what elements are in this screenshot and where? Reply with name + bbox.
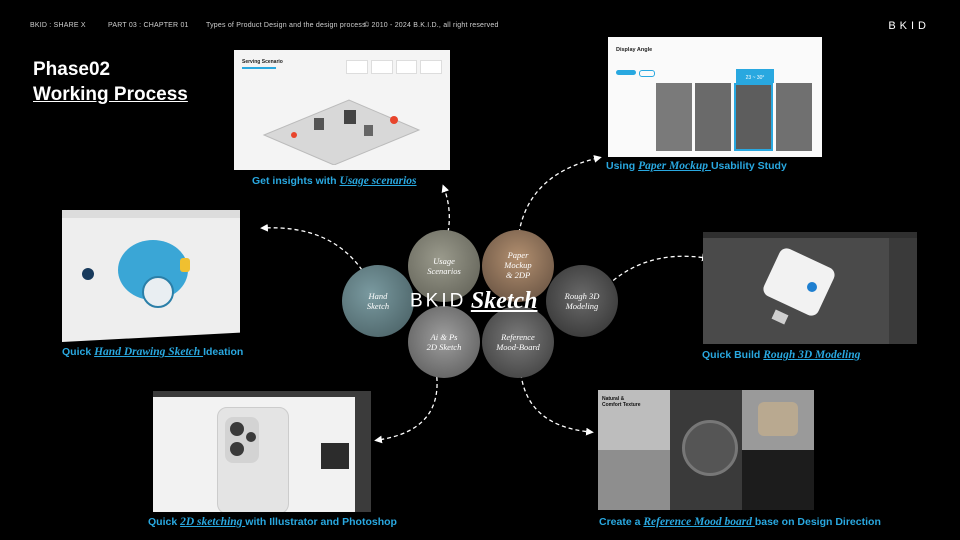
illustrator-panel <box>355 397 371 512</box>
paper-tag-active <box>616 70 636 75</box>
mood-tile-dark <box>742 450 814 510</box>
mood-swatch-beige <box>758 402 798 436</box>
sketch-app-toolbar <box>62 210 240 218</box>
cad-toolbar <box>703 232 917 238</box>
illustrator-floating-panel <box>321 443 349 469</box>
camera-lens-3 <box>246 432 256 442</box>
center-title: BKID Sketch <box>410 288 537 315</box>
paper-image-title: Display Angle <box>616 47 653 53</box>
phase-number: Phase02 <box>33 59 111 80</box>
usage-image-title: Serving Scenario <box>242 59 283 65</box>
sketch-product-accent <box>180 258 190 272</box>
paper-tag <box>639 70 655 77</box>
caption-twod: Quick 2D sketching with Illustrator and … <box>148 516 397 528</box>
phase-title: Phase02 Working Process <box>33 57 188 107</box>
model-connector <box>771 309 789 325</box>
center-word: Sketch <box>470 288 538 314</box>
usage-scenario-image: Serving Scenario <box>234 50 450 170</box>
camera-lens-1 <box>230 422 244 436</box>
paper-photo-strip <box>656 83 812 151</box>
arrow-usage <box>441 184 450 233</box>
header-part: PART 03 : CHAPTER 01 <box>108 22 189 29</box>
header-copyright: © 2010 - 2024 B.K.I.D., all right reserv… <box>364 22 499 29</box>
hand-sketch-image <box>62 210 240 342</box>
mood-tile-fabric <box>598 450 670 510</box>
model-button <box>807 282 817 292</box>
sketch-product-ring <box>142 276 174 308</box>
header-brand-share: BKID : SHARE X <box>30 22 86 29</box>
mood-board-image: Natural & Comfort Texture <box>598 390 814 510</box>
color-picker-swatch <box>82 268 94 280</box>
mood-tile-texture <box>598 390 670 450</box>
arrow-rough <box>597 253 710 296</box>
center-brand: BKID <box>410 290 467 312</box>
2d-sketch-image <box>153 391 371 512</box>
usage-scenario-cards <box>346 60 442 74</box>
arrow-hand <box>260 223 363 271</box>
caption-usage: Get insights with Usage scenarios <box>252 175 417 187</box>
caption-hand: Quick Hand Drawing Sketch Ideation <box>62 346 244 358</box>
caption-paper: Using Paper Mockup Usability Study <box>606 160 787 172</box>
mood-tile-title: Natural & Comfort Texture <box>602 396 641 408</box>
camera-lens-2 <box>230 442 244 456</box>
model-body <box>760 245 838 319</box>
header-topic: Types of Product Design and the design p… <box>206 22 366 29</box>
arrow-twod <box>374 369 438 444</box>
illustrator-toolbar <box>153 391 371 397</box>
cad-side-panel <box>889 238 917 344</box>
phase-subtitle: Working Process <box>33 84 188 105</box>
usage-accent-line <box>242 67 276 69</box>
paper-mockup-image: Display Angle 23 ~ 30° <box>608 37 822 157</box>
caption-mood: Create a Reference Mood board base on De… <box>599 516 881 528</box>
arrow-paper <box>517 155 602 241</box>
caption-rough: Quick Build Rough 3D Modeling <box>702 349 861 361</box>
watch-face <box>682 420 738 476</box>
rough-3d-image <box>703 232 917 344</box>
angle-range-badge: 23 ~ 30° <box>736 69 774 83</box>
isometric-floor-illustration <box>262 99 421 165</box>
brand-logo: BKID <box>888 20 930 32</box>
